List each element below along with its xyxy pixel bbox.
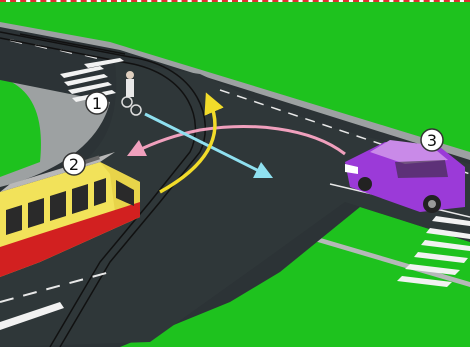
svg-text:3: 3 [427, 131, 437, 150]
marker-1: 1 [86, 92, 108, 114]
marker-3: 3 [421, 129, 443, 151]
marker-2: 2 [63, 153, 85, 175]
svg-text:2: 2 [69, 155, 79, 174]
svg-text:1: 1 [92, 94, 102, 113]
